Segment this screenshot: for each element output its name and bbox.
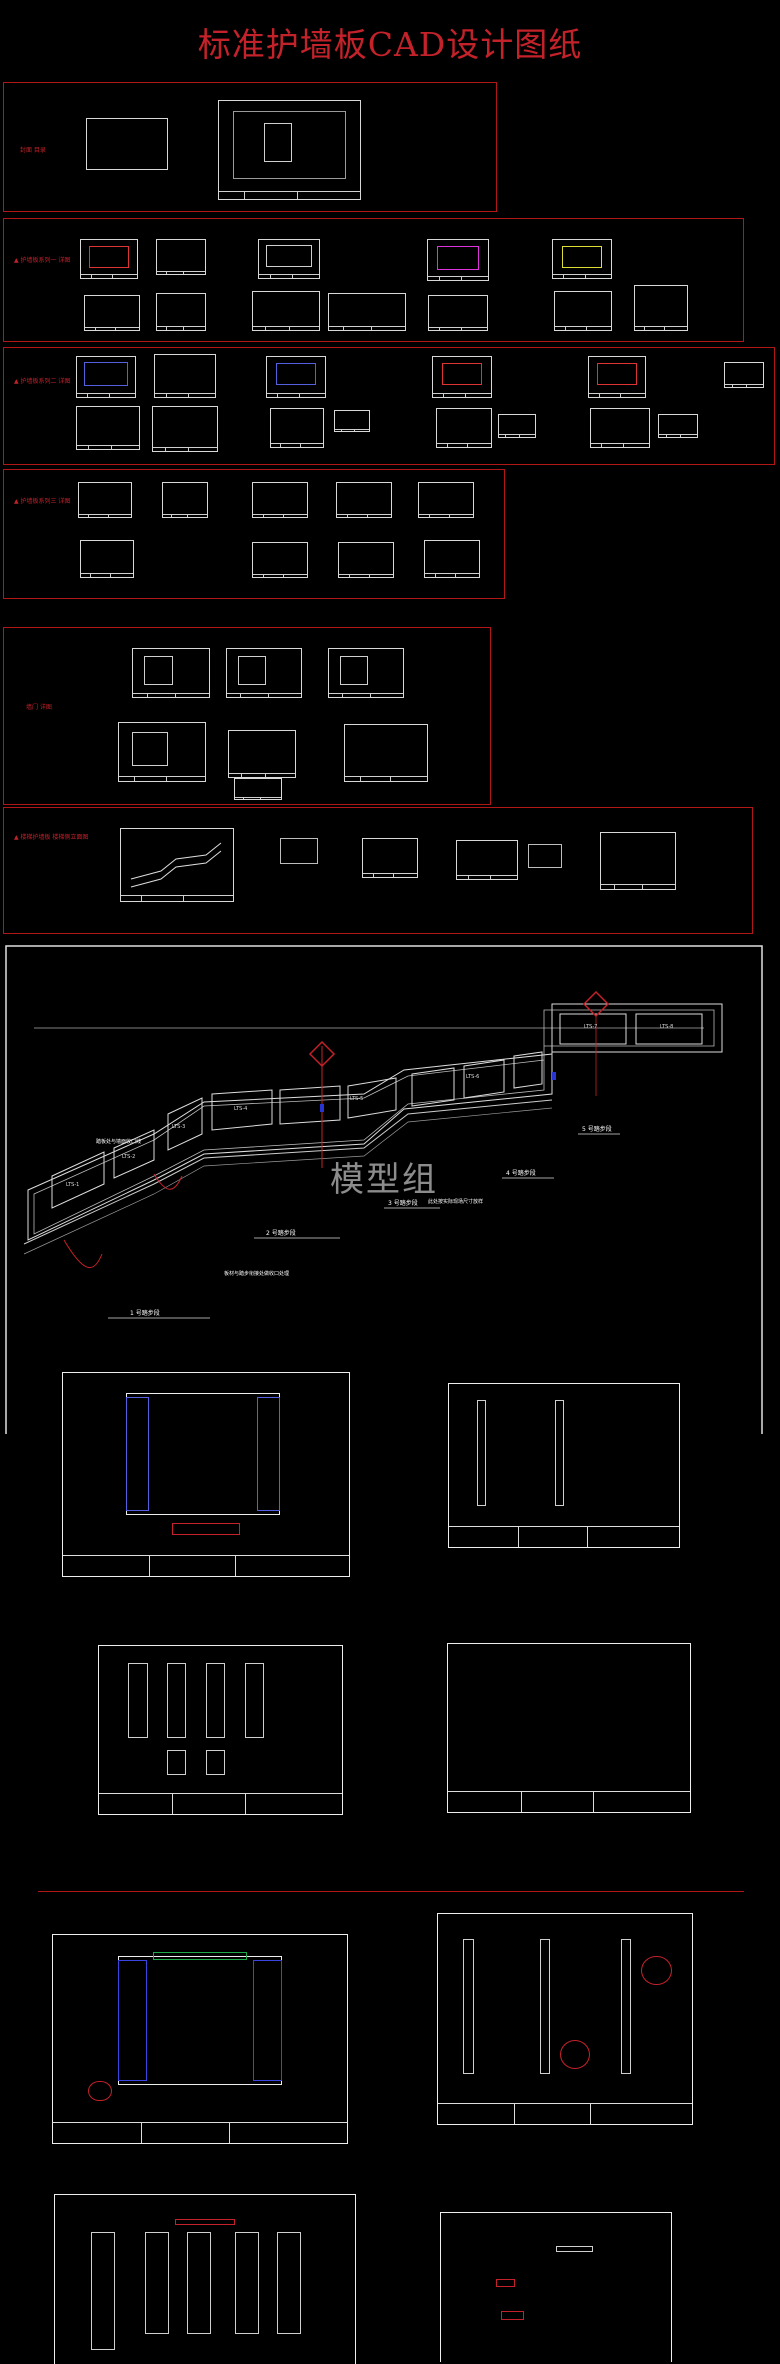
drawing-thumbnail[interactable] <box>600 832 676 890</box>
drawing-thumbnail[interactable] <box>226 648 302 698</box>
stair-tag: LTS-4 <box>234 1106 248 1112</box>
stair-segment-label: 5 号踏步段 <box>582 1126 612 1133</box>
section-label: ▲ 护墙板系列三 详图 <box>14 498 71 505</box>
section-stair-panel: ▲ 楼梯护墙板 楼梯侧立面图 <box>3 807 753 934</box>
drawing-thumbnail[interactable] <box>228 730 296 778</box>
drawing-thumbnail[interactable] <box>456 840 518 880</box>
drawing-thumbnail[interactable] <box>432 356 492 398</box>
drawing-thumbnail[interactable] <box>528 844 562 868</box>
stair-segment-label: 3 号踏步段 <box>388 1200 418 1207</box>
drawing-thumbnail[interactable] <box>156 293 206 331</box>
watermark: 模型组 <box>330 1160 438 1200</box>
drawing-thumbnail[interactable] <box>588 356 646 398</box>
stair-tag: LTS-3 <box>172 1124 186 1130</box>
section-label: 封面 目录 <box>20 147 46 154</box>
stair-elevation-svg <box>5 945 763 1434</box>
detail-sheet-mouldings[interactable] <box>440 2212 672 2362</box>
detail-sheet-door-elevation[interactable] <box>62 1372 350 1577</box>
drawing-thumbnail[interactable] <box>428 295 488 331</box>
section-label: 墙门 详图 <box>26 704 52 711</box>
section-wall-door: 墙门 详图 <box>3 627 491 805</box>
stair-segment-label: 4 号踏步段 <box>506 1170 536 1177</box>
drawing-thumbnail[interactable] <box>280 838 318 864</box>
drawing-thumbnail[interactable] <box>658 414 698 438</box>
section-series-1: ▲ 护墙板系列一 详图 <box>3 218 744 342</box>
drawing-thumbnail[interactable] <box>132 648 210 698</box>
drawing-thumbnail[interactable] <box>84 295 140 331</box>
stair-note: 踏板处与墙面收口线 <box>96 1139 142 1145</box>
index-sheet-thumbnail[interactable] <box>218 100 361 200</box>
drawing-thumbnail[interactable] <box>590 408 650 448</box>
stair-note: 此处按实际现场尺寸放样 <box>428 1199 484 1205</box>
detail-sheet-sections-2[interactable] <box>437 1913 693 2125</box>
drawing-thumbnail[interactable] <box>634 285 688 331</box>
drawing-thumbnail[interactable] <box>498 414 536 438</box>
drawing-thumbnail[interactable] <box>76 356 136 398</box>
section-series-3: ▲ 护墙板系列三 详图 <box>3 469 505 599</box>
drawing-thumbnail[interactable] <box>252 542 308 578</box>
drawing-thumbnail[interactable] <box>362 838 418 878</box>
drawing-thumbnail[interactable] <box>80 239 138 279</box>
drawing-thumbnail[interactable] <box>338 542 394 578</box>
stair-tag: LTS-6 <box>466 1074 480 1080</box>
drawing-thumbnail[interactable] <box>252 291 320 331</box>
drawing-thumbnail[interactable] <box>234 778 282 800</box>
stair-note: 板材与踏步衔接处做收口处理 <box>224 1271 290 1277</box>
detail-sheet-profiles[interactable] <box>447 1643 691 1813</box>
drawing-thumbnail[interactable] <box>154 354 216 398</box>
detail-sheet-panels[interactable] <box>98 1645 343 1815</box>
stair-segment-label: 1 号踏步段 <box>130 1310 160 1317</box>
drawing-thumbnail[interactable] <box>724 362 764 388</box>
stair-elevation-thumbnail[interactable] <box>120 828 234 902</box>
detail-sheet-sections[interactable] <box>448 1383 680 1548</box>
stair-segment-label: 2 号踏步段 <box>266 1230 296 1237</box>
divider-line <box>38 1891 744 1892</box>
drawing-thumbnail[interactable] <box>152 406 218 452</box>
drawing-thumbnail[interactable] <box>344 724 428 782</box>
drawing-thumbnail[interactable] <box>162 482 208 518</box>
drawing-thumbnail[interactable] <box>78 482 132 518</box>
stair-tag: LTS-8 <box>660 1024 674 1030</box>
stair-tag: LTS-7 <box>584 1024 598 1030</box>
drawing-thumbnail[interactable] <box>258 239 320 279</box>
stair-elevation-drawing: LTS-1 LTS-2 LTS-3 LTS-4 LTS-5 LTS-6 LTS-… <box>4 944 764 1436</box>
stair-tag: LTS-2 <box>122 1154 136 1160</box>
drawing-thumbnail[interactable] <box>328 648 404 698</box>
drawing-thumbnail[interactable] <box>252 482 308 518</box>
section-cover: 封面 目录 <box>3 82 497 212</box>
drawing-thumbnail[interactable] <box>554 291 612 331</box>
stair-tag: LTS-5 <box>350 1096 364 1102</box>
drawing-thumbnail[interactable] <box>336 482 392 518</box>
drawing-thumbnail[interactable] <box>156 239 206 275</box>
drawing-thumbnail[interactable] <box>76 406 140 450</box>
cover-sheet-thumbnail[interactable] <box>86 118 168 170</box>
drawing-thumbnail[interactable] <box>424 540 480 578</box>
drawing-thumbnail[interactable] <box>270 408 324 448</box>
page-title: 标准护墙板CAD设计图纸 <box>197 25 583 64</box>
section-label: ▲ 护墙板系列二 详图 <box>14 378 71 385</box>
drawing-thumbnail[interactable] <box>118 722 206 782</box>
drawing-thumbnail[interactable] <box>334 410 370 432</box>
drawing-thumbnail[interactable] <box>80 540 134 578</box>
detail-sheet-wall-elevation-2[interactable] <box>54 2194 356 2364</box>
drawing-thumbnail[interactable] <box>427 239 489 281</box>
drawing-thumbnail[interactable] <box>328 293 406 331</box>
stair-tag: LTS-1 <box>66 1182 80 1188</box>
detail-sheet-wall-elevation[interactable] <box>52 1934 348 2144</box>
drawing-thumbnail[interactable] <box>552 239 612 279</box>
drawing-thumbnail[interactable] <box>436 408 492 448</box>
drawing-thumbnail[interactable] <box>418 482 474 518</box>
section-label: ▲ 楼梯护墙板 楼梯侧立面图 <box>14 834 89 841</box>
section-series-2: ▲ 护墙板系列二 详图 <box>3 347 775 465</box>
drawing-thumbnail[interactable] <box>266 356 326 398</box>
section-label: ▲ 护墙板系列一 详图 <box>14 257 71 264</box>
